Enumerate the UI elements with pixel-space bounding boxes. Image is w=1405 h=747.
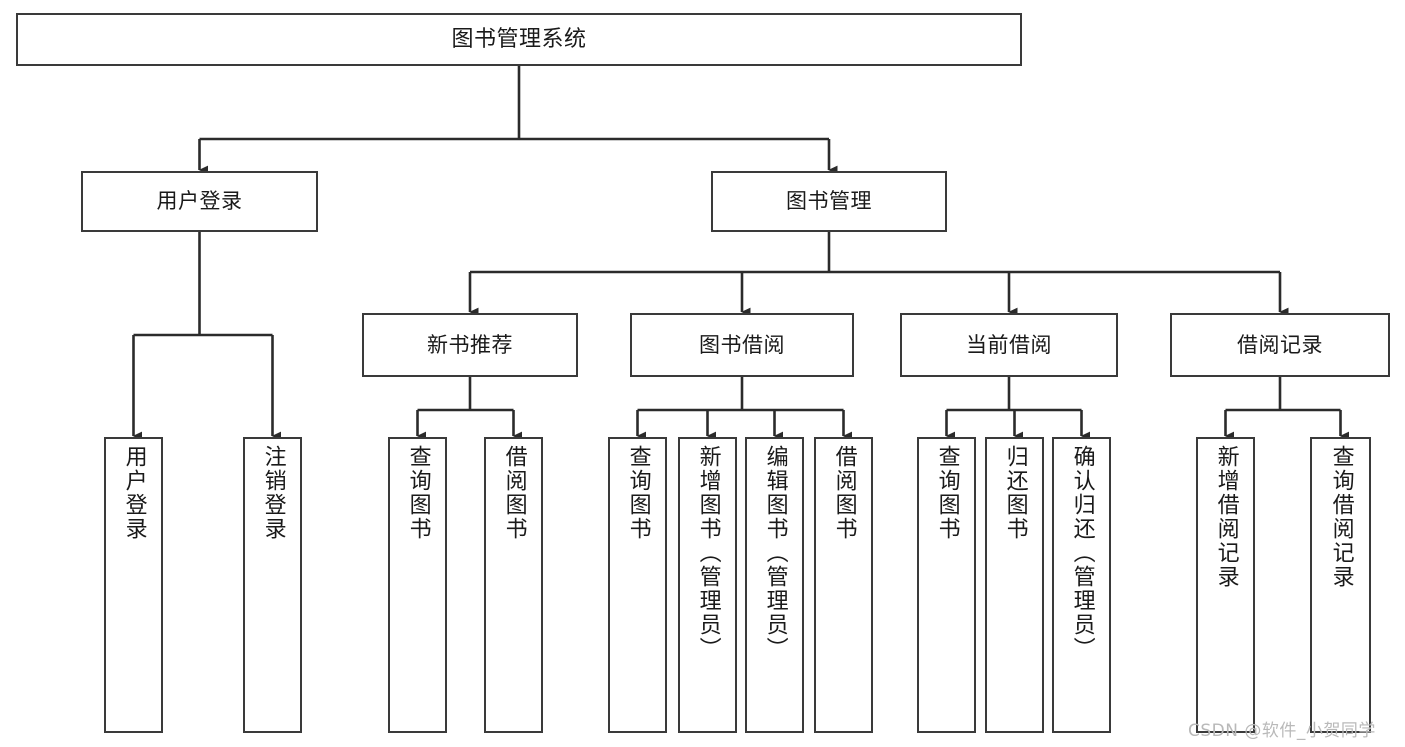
- node-label: 图书管理系统: [451, 26, 587, 52]
- node-leaf-rec-query[interactable]: 查询图书: [388, 437, 447, 733]
- node-leaf-bb-edit[interactable]: 编辑图书（管理员）: [745, 437, 804, 733]
- node-leaf-bb-borrow[interactable]: 借阅图书: [814, 437, 873, 733]
- node-label: 归还图书: [1002, 445, 1028, 541]
- node-book-borrow[interactable]: 图书借阅: [630, 313, 854, 377]
- node-label: 借阅图书: [831, 445, 857, 541]
- node-label: 查询图书: [934, 445, 960, 541]
- node-leaf-bb-add[interactable]: 新增图书（管理员）: [678, 437, 737, 733]
- node-label: 借阅记录: [1237, 332, 1323, 357]
- node-user-login[interactable]: 用户登录: [81, 171, 318, 232]
- node-leaf-rec-borrow[interactable]: 借阅图书: [484, 437, 543, 733]
- node-leaf-logout[interactable]: 注销登录: [243, 437, 302, 733]
- node-book-manage[interactable]: 图书管理: [711, 171, 947, 232]
- node-label: 新书推荐: [427, 332, 513, 357]
- watermark-text: CSDN @软件_小贺同学: [1188, 721, 1376, 741]
- node-borrow-record[interactable]: 借阅记录: [1170, 313, 1390, 377]
- node-leaf-br-add[interactable]: 新增借阅记录: [1196, 437, 1255, 733]
- node-leaf-cb-query[interactable]: 查询图书: [917, 437, 976, 733]
- node-label: 图书借阅: [699, 332, 785, 357]
- node-label: 查询借阅记录: [1328, 445, 1354, 589]
- node-label: 用户登录: [121, 445, 147, 541]
- node-label: 确认归还（管理员）: [1069, 445, 1095, 661]
- node-leaf-br-query[interactable]: 查询借阅记录: [1310, 437, 1371, 733]
- node-leaf-user-login[interactable]: 用户登录: [104, 437, 163, 733]
- node-label: 查询图书: [405, 445, 431, 541]
- node-label: 用户登录: [156, 189, 243, 214]
- node-leaf-cb-confirm[interactable]: 确认归还（管理员）: [1052, 437, 1111, 733]
- node-current-borrow[interactable]: 当前借阅: [900, 313, 1118, 377]
- node-label: 编辑图书（管理员）: [762, 445, 788, 661]
- node-label: 新增图书（管理员）: [695, 445, 721, 661]
- node-leaf-cb-return[interactable]: 归还图书: [985, 437, 1044, 733]
- node-label: 查询图书: [625, 445, 651, 541]
- node-new-book-rec[interactable]: 新书推荐: [362, 313, 578, 377]
- node-label: 注销登录: [260, 445, 286, 541]
- node-root[interactable]: 图书管理系统: [16, 13, 1022, 66]
- node-label: 新增借阅记录: [1213, 445, 1239, 589]
- node-label: 当前借阅: [966, 332, 1052, 357]
- node-label: 借阅图书: [501, 445, 527, 541]
- node-leaf-bb-query[interactable]: 查询图书: [608, 437, 667, 733]
- node-label: 图书管理: [786, 189, 872, 214]
